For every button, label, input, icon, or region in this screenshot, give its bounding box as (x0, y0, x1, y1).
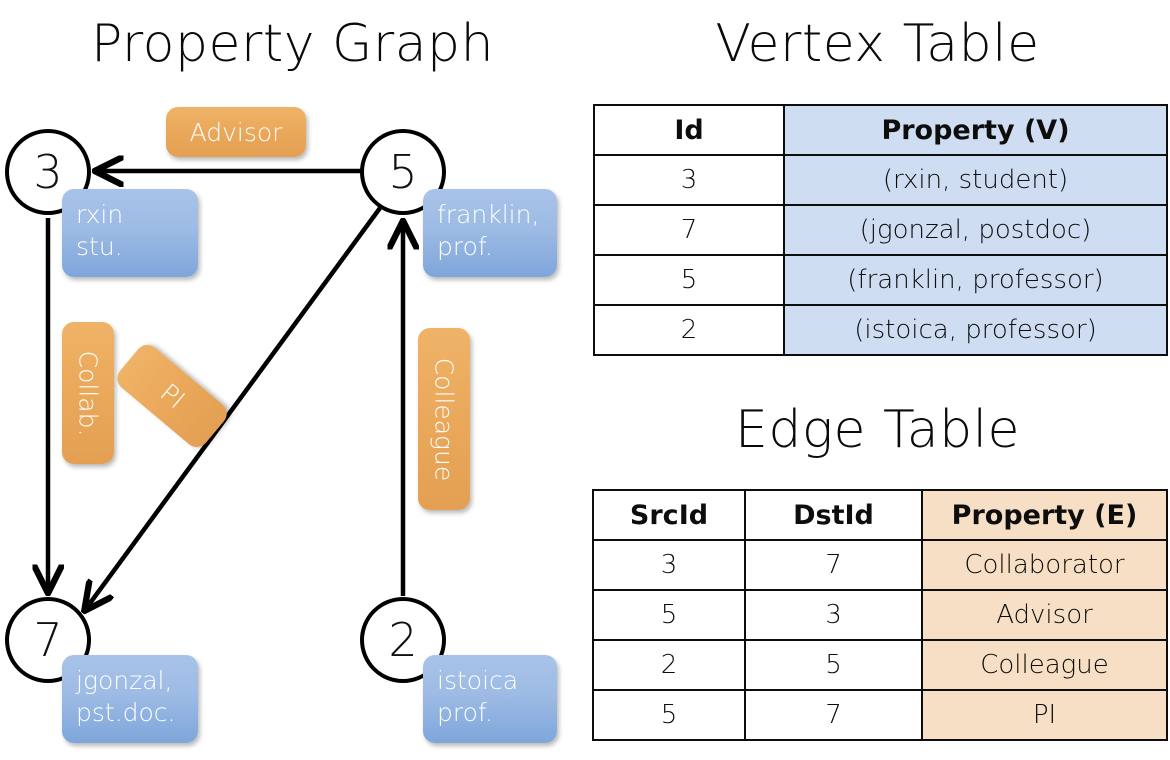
edge-cell-srcid: 5 (592, 689, 746, 741)
graph-edges-svg (0, 0, 585, 760)
vertex-cell-property: (istoica, professor) (783, 304, 1168, 356)
edge-cell-property: Colleague (921, 639, 1168, 691)
edge-callout-colleague-text: Colleague (429, 357, 459, 481)
table-row[interactable]: 2 5 Colleague (592, 639, 1168, 691)
vertex-table-header-id: Id (593, 104, 785, 156)
edge-callout-advisor: Advisor (166, 107, 306, 157)
property-graph-diagram: 3 5 7 2 rxin stu. franklin, prof. jgonza… (0, 0, 585, 760)
vertex-callout-5: franklin, prof. (423, 189, 557, 277)
edge-callout-collab: Collab. (62, 322, 114, 464)
edge-cell-srcid: 2 (592, 639, 746, 691)
edge-cell-property: PI (921, 689, 1168, 741)
edge-cell-dstid: 3 (744, 589, 923, 641)
vertex-callout-2: istoica prof. (423, 655, 557, 743)
table-row[interactable]: 3 7 Collaborator (592, 539, 1168, 591)
edge-cell-dstid: 5 (744, 639, 923, 691)
page-title-property-graph: Property Graph (90, 14, 495, 74)
edge-table-header-property: Property (E) (921, 489, 1168, 541)
vertex-cell-id: 2 (593, 304, 785, 356)
table-row[interactable]: 2 (istoica, professor) (593, 304, 1168, 356)
vertex-cell-id: 3 (593, 154, 785, 206)
edge-cell-srcid: 5 (592, 589, 746, 641)
page-title-edge-table: Edge Table (734, 400, 1021, 460)
vertex-cell-property: (rxin, student) (783, 154, 1168, 206)
graph-node-5[interactable] (360, 129, 446, 215)
graph-node-5-label: 5 (388, 145, 418, 199)
edge-cell-property: Collaborator (921, 539, 1168, 591)
vertex-callout-3: rxin stu. (62, 189, 198, 277)
edge-callout-pi-text: PI (154, 377, 190, 415)
vertex-cell-id: 7 (593, 204, 785, 256)
table-row[interactable]: 5 7 PI (592, 689, 1168, 741)
edge-callout-collab-text: Collab. (73, 350, 103, 436)
edge-table: SrcId DstId Property (E) 3 7 Collaborato… (592, 489, 1168, 741)
graph-node-2[interactable] (360, 597, 446, 683)
table-row[interactable]: 3 (rxin, student) (593, 154, 1168, 206)
edge-table-header-row: SrcId DstId Property (E) (592, 489, 1168, 541)
table-row[interactable]: 7 (jgonzal, postdoc) (593, 204, 1168, 256)
vertex-table: Id Property (V) 3 (rxin, student) 7 (jgo… (593, 104, 1168, 356)
page-title-vertex-table: Vertex Table (715, 14, 1040, 74)
edge-callout-advisor-text: Advisor (189, 117, 283, 147)
vertex-cell-property: (jgonzal, postdoc) (783, 204, 1168, 256)
edge-cell-srcid: 3 (592, 539, 746, 591)
edge-cell-dstid: 7 (744, 689, 923, 741)
edge-table-header-srcid: SrcId (592, 489, 746, 541)
table-row[interactable]: 5 (franklin, professor) (593, 254, 1168, 306)
vertex-cell-property: (franklin, professor) (783, 254, 1168, 306)
graph-node-2-label: 2 (388, 613, 418, 667)
edge-cell-dstid: 7 (744, 539, 923, 591)
graph-node-7-label: 7 (33, 613, 63, 667)
graph-node-3-label: 3 (33, 145, 63, 199)
vertex-table-header-row: Id Property (V) (593, 104, 1168, 156)
table-row[interactable]: 5 3 Advisor (592, 589, 1168, 641)
vertex-table-header-property: Property (V) (783, 104, 1168, 156)
edge-5-to-7-pi (85, 206, 382, 610)
edge-table-header-dstid: DstId (744, 489, 923, 541)
edge-callout-colleague: Colleague (418, 328, 470, 510)
vertex-cell-id: 5 (593, 254, 785, 306)
vertex-callout-7: jgonzal, pst.doc. (62, 655, 198, 743)
edge-cell-property: Advisor (921, 589, 1168, 641)
